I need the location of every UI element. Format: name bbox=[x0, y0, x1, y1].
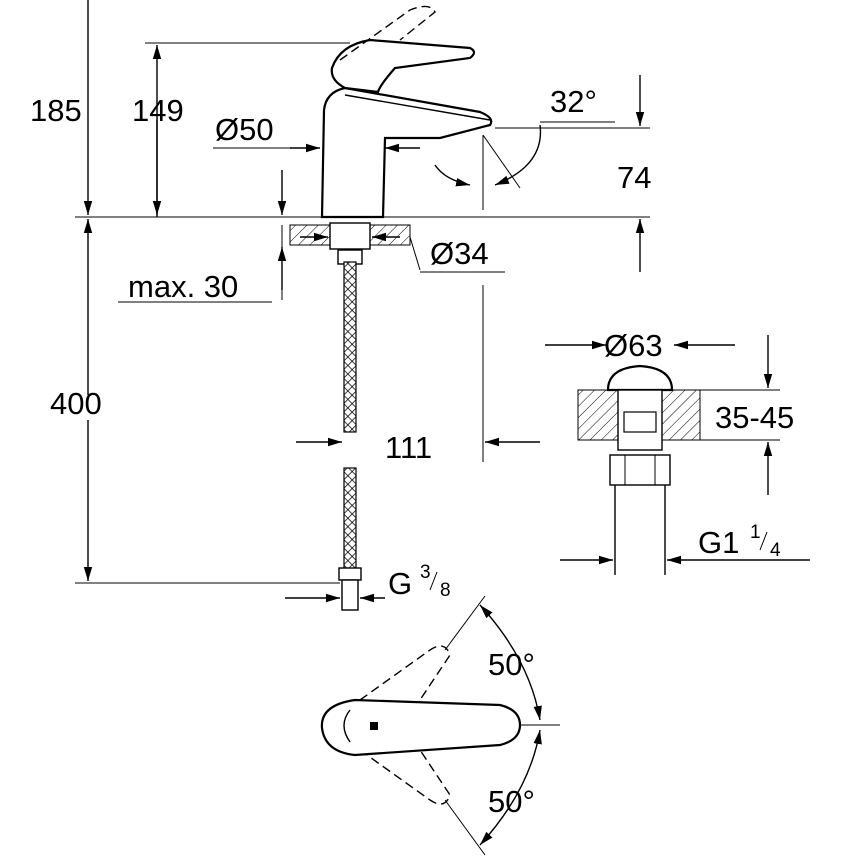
dim-400-label: 400 bbox=[50, 386, 102, 421]
waste-drain bbox=[577, 364, 701, 575]
waste-thread-numerator: 1 bbox=[750, 522, 761, 543]
dimension-74: 74 bbox=[495, 75, 651, 272]
dim-32-label: 32° bbox=[550, 84, 597, 119]
dimension-35-45: 35-45 bbox=[672, 335, 794, 495]
waste-thread-label: G1 bbox=[698, 525, 739, 560]
deck-section: max. 30 bbox=[118, 170, 411, 304]
lever-angle-top-label: 50° bbox=[488, 647, 535, 682]
dimension-spout-angle: 32° bbox=[434, 84, 615, 189]
dim-34-label: Ø34 bbox=[430, 236, 489, 271]
dimension-hose-thread: G 3 8 bbox=[285, 562, 451, 603]
dim-50-label: Ø50 bbox=[215, 112, 274, 147]
hose-thread-label: G bbox=[388, 566, 412, 601]
dimension-body-diameter: Ø50 bbox=[213, 112, 420, 153]
dim-63-label: Ø63 bbox=[604, 328, 663, 363]
dimension-waste-diameter: Ø63 bbox=[545, 328, 735, 363]
dim-74-label: 74 bbox=[617, 160, 651, 195]
lever-angle-bottom-label: 50° bbox=[488, 784, 535, 819]
dim-149-label: 149 bbox=[132, 93, 184, 128]
dimension-111: 111 bbox=[296, 430, 540, 465]
faucet-side-view bbox=[320, 5, 493, 219]
dimension-waste-thread: G1 1 4 bbox=[560, 522, 810, 565]
hose-thread-numerator: 3 bbox=[420, 562, 431, 583]
faucet-top-view: 50° 50° bbox=[320, 595, 560, 856]
dim-max30-label: max. 30 bbox=[128, 269, 238, 304]
supply-hose bbox=[338, 261, 362, 611]
dim-185-label: 185 bbox=[30, 93, 82, 128]
hose-thread-denominator: 8 bbox=[440, 580, 451, 601]
dimension-hole-diameter: Ø34 bbox=[300, 232, 505, 273]
waste-thread-denominator: 4 bbox=[770, 540, 781, 561]
dim-35-45-label: 35-45 bbox=[715, 400, 794, 435]
dim-111-label: 111 bbox=[385, 430, 432, 465]
dimension-149: 149 bbox=[132, 45, 184, 217]
dimension-185: 185 bbox=[30, 0, 93, 215]
dimension-400: 400 bbox=[50, 219, 102, 581]
